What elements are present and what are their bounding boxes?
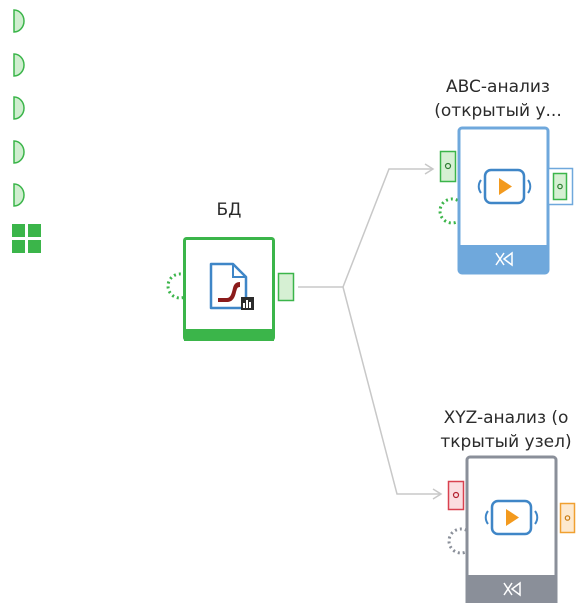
database-pipe-icon <box>209 262 254 310</box>
abc-open-node-play-icon <box>477 168 532 205</box>
abc-node-title-line2[interactable]: (открытый у... <box>434 101 562 121</box>
bd-output-port[interactable] <box>277 272 295 302</box>
input-port-4[interactable] <box>13 140 25 164</box>
bd-node-footer <box>184 329 274 341</box>
node-bd[interactable] <box>166 237 295 342</box>
abc-node-title-line1[interactable]: ABC-анализ <box>446 77 550 97</box>
input-port-3[interactable] <box>13 96 25 120</box>
abc-footer-link-icon <box>495 251 513 267</box>
connector-bd-xyz[interactable] <box>342 286 440 495</box>
bd-node-title[interactable]: БД <box>216 200 242 220</box>
abc-input-port[interactable] <box>439 150 457 183</box>
connector-bd-abc[interactable] <box>298 168 432 288</box>
grid-port-icon[interactable] <box>12 224 41 253</box>
abc-output-port[interactable] <box>552 172 568 201</box>
connectors <box>298 163 443 500</box>
xyz-open-node-play-icon <box>484 499 539 536</box>
input-port-1[interactable] <box>13 9 25 33</box>
input-port-5[interactable] <box>13 183 25 207</box>
abc-input-port-dot <box>444 162 452 170</box>
connector-arrow-abc <box>424 163 435 175</box>
input-ports-panel <box>12 9 41 253</box>
xyz-output-port[interactable] <box>559 502 576 534</box>
xyz-node-title-line1[interactable]: XYZ-анализ (о <box>443 408 569 428</box>
xyz-input-port-dot <box>452 491 460 499</box>
xyz-footer-link-icon <box>503 581 521 597</box>
node-abc[interactable] <box>438 126 574 275</box>
node-xyz[interactable] <box>447 455 576 603</box>
input-port-2[interactable] <box>13 53 25 77</box>
xyz-output-port-dot <box>564 515 571 521</box>
connector-arrow-xyz <box>432 488 443 500</box>
xyz-input-port[interactable] <box>447 480 465 511</box>
abc-output-port-dot <box>557 183 563 190</box>
xyz-node-title-line2[interactable]: ткрытый узел) <box>440 432 572 452</box>
